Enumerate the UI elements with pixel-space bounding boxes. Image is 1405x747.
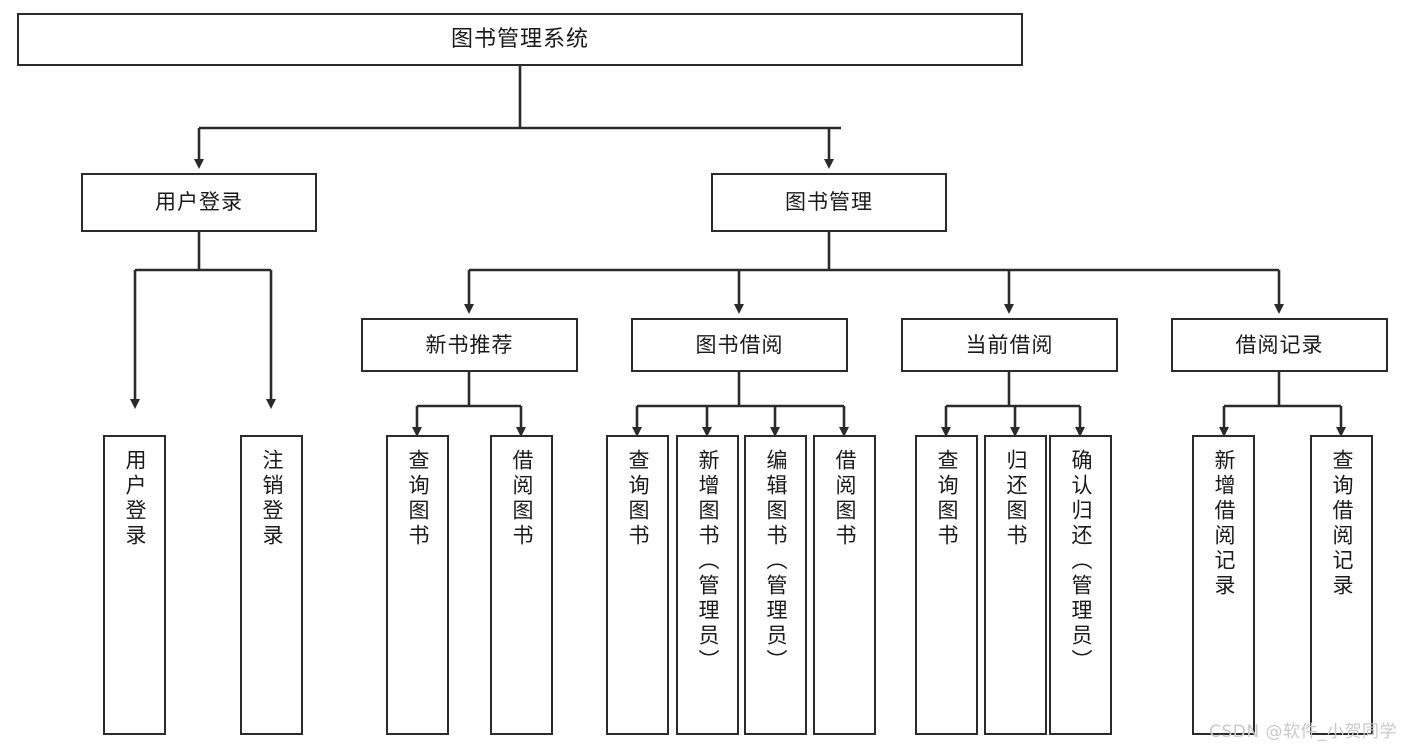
node-label: 图书管理系统 xyxy=(450,26,589,52)
node-label: 用户登录 xyxy=(155,190,243,215)
node-label: 查询图书 xyxy=(935,449,959,549)
node-current-borrow[interactable]: 当前借阅 xyxy=(901,318,1118,372)
leaf-borrow-record-add[interactable]: 新增借阅记录 xyxy=(1192,435,1255,735)
node-label: 新增图书（管理员） xyxy=(696,449,720,674)
node-label: 新增借阅记录 xyxy=(1212,449,1236,599)
csdn-watermark: CSDN @软件_小贺同学 xyxy=(1209,722,1397,742)
node-label: 新书推荐 xyxy=(425,332,514,357)
leaf-borrow-record-query[interactable]: 查询借阅记录 xyxy=(1310,435,1373,735)
leaf-user-login-logout[interactable]: 注销登录 xyxy=(240,435,303,735)
leaf-current-borrow-return[interactable]: 归还图书 xyxy=(984,435,1047,735)
node-new-book-recommend[interactable]: 新书推荐 xyxy=(361,318,578,372)
leaf-book-borrow-add-admin[interactable]: 新增图书（管理员） xyxy=(676,435,739,735)
node-label: 编辑图书（管理员） xyxy=(764,449,788,674)
node-label: 借阅图书 xyxy=(833,449,857,549)
node-borrow-record[interactable]: 借阅记录 xyxy=(1171,318,1388,372)
node-book-management[interactable]: 图书管理 xyxy=(711,173,947,232)
leaf-new-book-query[interactable]: 查询图书 xyxy=(386,435,449,735)
node-label: 图书管理 xyxy=(785,190,873,215)
node-root-book-management-system[interactable]: 图书管理系统 xyxy=(17,13,1023,66)
node-label: 确认归还（管理员） xyxy=(1069,449,1093,674)
node-label: 查询借阅记录 xyxy=(1330,449,1354,599)
leaf-current-borrow-query[interactable]: 查询图书 xyxy=(915,435,978,735)
node-label: 用户登录 xyxy=(123,449,147,549)
node-label: 借阅图书 xyxy=(510,449,534,549)
leaf-new-book-borrow[interactable]: 借阅图书 xyxy=(490,435,553,735)
node-label: 查询图书 xyxy=(626,449,650,549)
node-user-login[interactable]: 用户登录 xyxy=(81,173,317,232)
node-label: 当前借阅 xyxy=(965,332,1054,357)
node-label: 查询图书 xyxy=(406,449,430,549)
leaf-current-borrow-confirm-return-admin[interactable]: 确认归还（管理员） xyxy=(1049,435,1112,735)
leaf-user-login-login[interactable]: 用户登录 xyxy=(103,435,166,735)
node-book-borrow[interactable]: 图书借阅 xyxy=(631,318,848,372)
leaf-book-borrow-edit-admin[interactable]: 编辑图书（管理员） xyxy=(744,435,807,735)
node-label: 借阅记录 xyxy=(1235,332,1324,357)
leaf-book-borrow-borrow[interactable]: 借阅图书 xyxy=(813,435,876,735)
node-label: 图书借阅 xyxy=(695,332,784,357)
node-label: 归还图书 xyxy=(1004,449,1028,549)
node-label: 注销登录 xyxy=(260,449,284,549)
leaf-book-borrow-query[interactable]: 查询图书 xyxy=(606,435,669,735)
